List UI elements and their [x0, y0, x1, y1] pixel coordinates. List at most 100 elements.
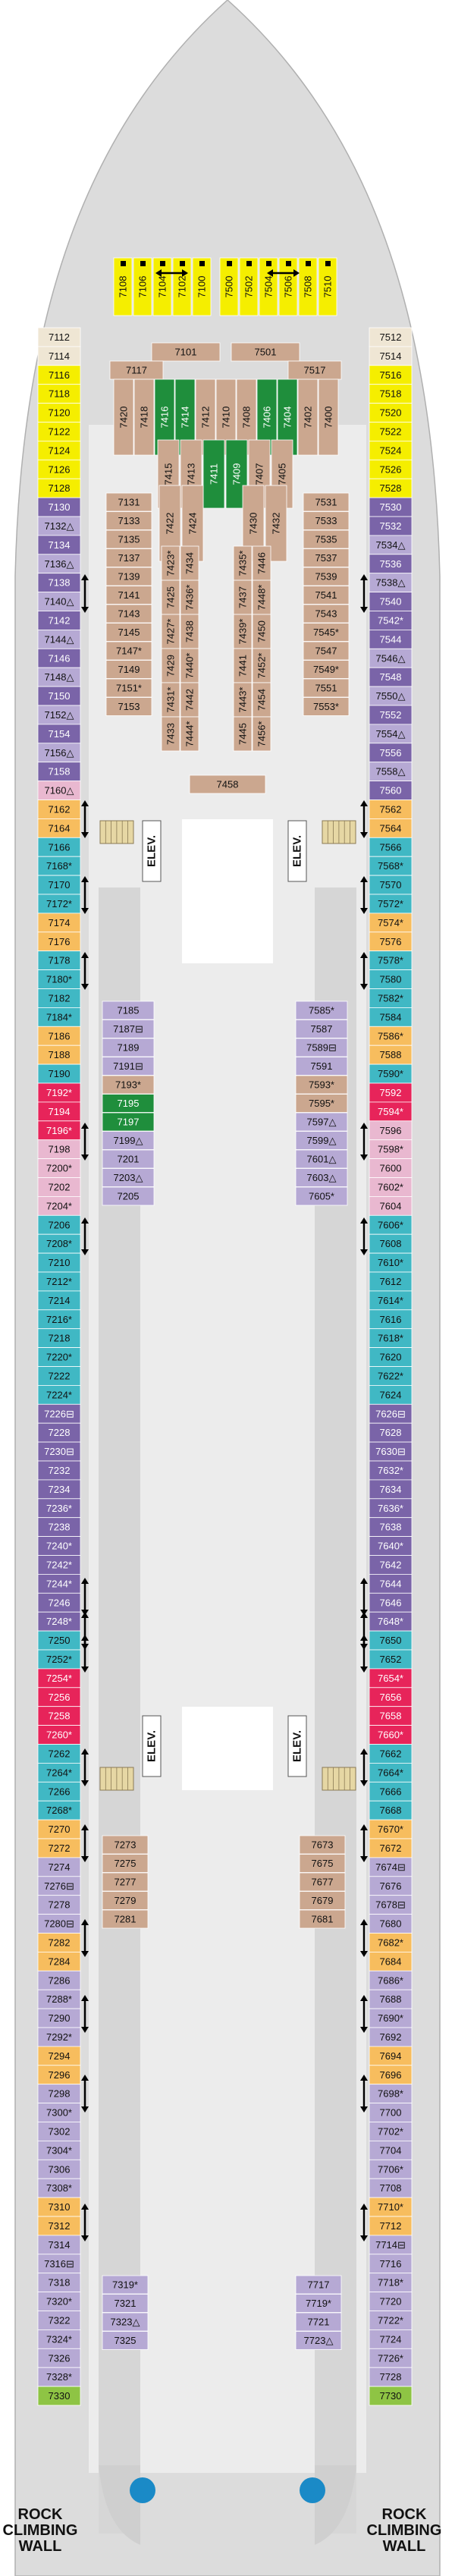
arrow-head [360, 1217, 368, 1224]
cabin-7138 [37, 573, 81, 593]
cabin-7139 [105, 567, 152, 586]
cabin-number: 7662 [380, 1748, 402, 1759]
arrow-head [267, 269, 273, 277]
arrow-head [81, 1919, 89, 1925]
left-wall-base [99, 2465, 140, 2545]
cabin-number: 7548 [380, 671, 402, 683]
cabin-7716 [369, 2254, 413, 2274]
cabin-7506 [278, 257, 298, 316]
cabin-number: 7232 [49, 1465, 71, 1476]
cabin-number: 7560 [380, 785, 402, 796]
cabin-number: 7141 [118, 589, 140, 601]
arrow-head [81, 1578, 89, 1584]
cabin-number: 7522 [380, 426, 402, 437]
cabin-number: 7539 [315, 571, 337, 583]
cabin-7586 [369, 1026, 413, 1046]
cabin-number: 7140△ [45, 596, 74, 608]
cabin-number: 7406 [262, 407, 273, 429]
cabin-7204 [37, 1196, 81, 1216]
cabin-number: 7528 [380, 482, 402, 494]
cabin-7194 [37, 1101, 81, 1122]
cabin-number: 7526 [380, 463, 402, 475]
cabin-7552 [369, 705, 413, 725]
cabin-number: 7616 [380, 1314, 402, 1325]
cabin-number: 7138 [49, 577, 71, 589]
arrow-head [81, 1635, 89, 1641]
cabin-7411 [202, 439, 225, 509]
cabin-7236 [37, 1498, 81, 1519]
cabin-number: 7199△ [114, 1135, 143, 1146]
cabin-number: 7316⊟ [44, 2258, 74, 2270]
cabin-number: 7450 [256, 620, 268, 642]
cabin-7132 [37, 516, 81, 536]
cabin-number: 7240* [46, 1541, 72, 1552]
cabin-number: 7321 [115, 2298, 136, 2309]
cabin-number: 7423* [165, 551, 177, 576]
cabin-7690 [369, 2008, 413, 2028]
cabin-7656 [369, 1687, 413, 1707]
cabin-number: 7130 [49, 501, 71, 513]
cabin-number: 7448* [256, 585, 268, 611]
cabin-number: 7648* [378, 1616, 403, 1627]
arrow-head [360, 1748, 368, 1755]
cabin-number: 7411 [209, 463, 220, 485]
cabin-number: 7298 [49, 2088, 71, 2100]
cabin-7104 [152, 257, 172, 316]
cabin-number: 7296 [49, 2069, 71, 2081]
cabin-7244 [37, 1573, 81, 1594]
cabin-number: 7118 [49, 388, 70, 400]
arrow-head [360, 2075, 368, 2081]
cabin-7606 [369, 1214, 413, 1235]
cabin-number: 7694 [380, 2050, 402, 2062]
cabin-number: 7452* [256, 653, 268, 679]
central-lobby [182, 819, 273, 963]
cabin-number: 7117 [126, 365, 147, 376]
cabin-7717 [295, 2275, 342, 2295]
arrow-head [360, 832, 368, 838]
cabin-7684 [369, 1951, 413, 1971]
cabin-number: 7416 [159, 407, 171, 429]
cabin-7550 [369, 686, 413, 706]
cabin-7680 [369, 1914, 413, 1934]
cabin-number: 7588 [380, 1049, 402, 1060]
cabin-7674 [369, 1857, 413, 1877]
cabin-7458 [189, 774, 266, 794]
cabin-7182 [37, 988, 81, 1008]
cabin-number: 7570 [380, 879, 402, 891]
cabin-number: 7277 [115, 1877, 136, 1888]
cabin-number: 7696 [380, 2069, 402, 2081]
cabin-number: 7603△ [307, 1172, 337, 1183]
cabin-7148 [37, 667, 81, 687]
cabin-7203 [102, 1168, 155, 1187]
cabin-7195 [102, 1094, 155, 1113]
cabin-number: 7284 [49, 1956, 71, 1967]
cabin-number: 7429 [165, 655, 177, 677]
arrow-head [81, 1824, 89, 1830]
rock-wall-word-2: CLIMBING [366, 2522, 442, 2539]
cabin-7226 [37, 1403, 81, 1424]
cabin-number: 7146 [49, 652, 71, 664]
cabin-number: 7114 [49, 350, 70, 362]
cabin-7106 [133, 257, 152, 316]
cabin-7117 [109, 360, 164, 380]
cabin-7582 [369, 988, 413, 1008]
cabin-number: 7290 [49, 2012, 71, 2024]
cabin-number: 7632* [378, 1465, 403, 1476]
cabin-number: 7192* [46, 1087, 72, 1098]
cabin-number: 7180* [46, 974, 72, 985]
cabin-7675 [299, 1854, 346, 1873]
cabin-7400 [318, 379, 339, 456]
cabin-number: 7302 [49, 2125, 71, 2137]
cabin-7706 [369, 2159, 413, 2179]
cabin-number: 7273 [115, 1839, 136, 1851]
cabin-7189 [102, 1038, 155, 1057]
cabin-number: 7602* [378, 1181, 403, 1192]
cabin-number: 7706* [378, 2163, 403, 2175]
cabin-number: 7595* [309, 1098, 334, 1109]
cabin-number: 7206 [49, 1219, 71, 1230]
cabin-7242 [37, 1555, 81, 1575]
cabin-7318 [37, 2273, 81, 2292]
cabin-number: 7679 [312, 1895, 334, 1906]
arrow-head [360, 1824, 368, 1830]
cabin-number: 7644 [380, 1578, 402, 1589]
